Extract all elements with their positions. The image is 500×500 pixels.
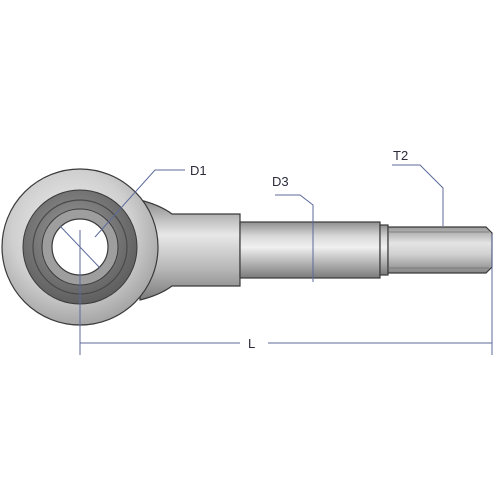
d3-label: D3 — [272, 174, 289, 189]
t2-leader-line — [392, 164, 444, 226]
threaded-section — [387, 226, 493, 274]
t2-label: T2 — [393, 148, 408, 163]
d1-leader-to-label — [94, 169, 185, 238]
shaft-large-section — [239, 221, 381, 279]
eye-neck — [139, 199, 241, 301]
l-label: L — [248, 336, 255, 351]
d1-leader-line — [59, 225, 101, 269]
d1-label: D1 — [190, 163, 207, 178]
d3-leader-line — [275, 194, 314, 282]
shaft-shoulder — [379, 224, 389, 276]
